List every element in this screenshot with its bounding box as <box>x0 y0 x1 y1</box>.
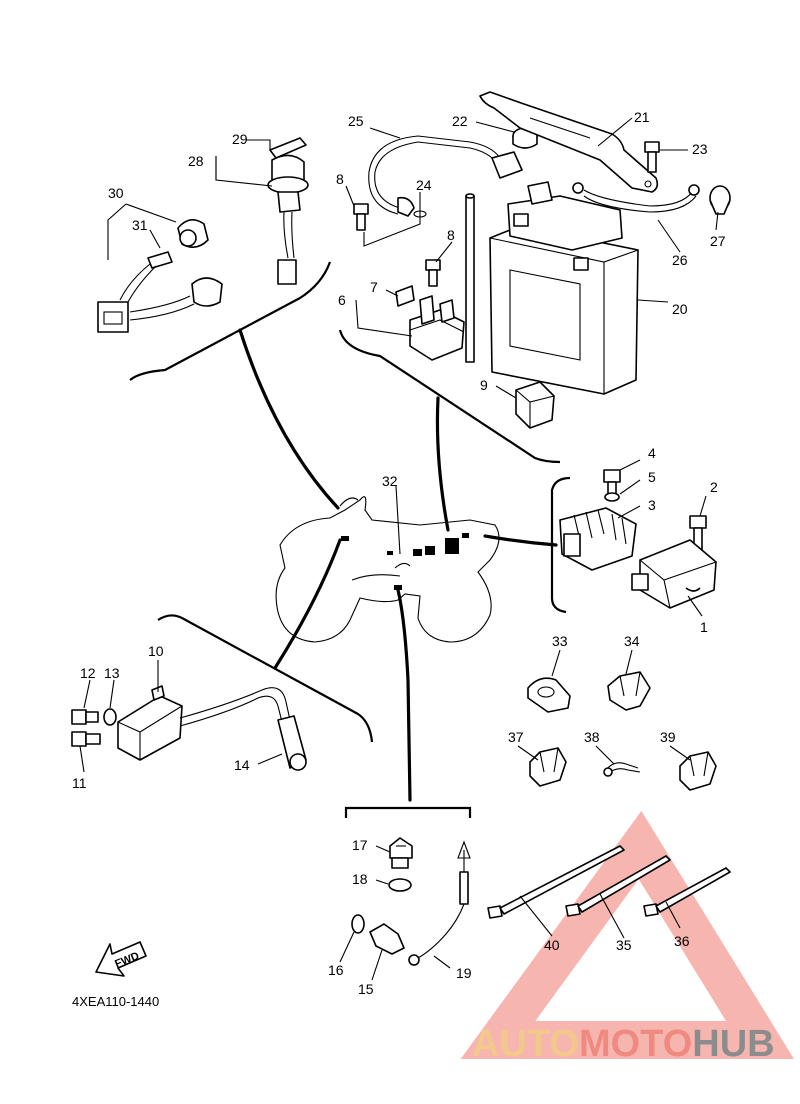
callout-numbers: 1 2 3 4 5 6 7 8 8 9 10 11 12 13 14 15 16… <box>72 109 726 997</box>
callout-29: 29 <box>232 131 248 147</box>
ignition-coil-10 <box>117 685 291 761</box>
group-bracket-center-top <box>338 329 561 464</box>
starter-relay-6 <box>409 295 465 361</box>
callout-3: 3 <box>648 497 656 513</box>
callout-14: 14 <box>234 757 250 773</box>
callout-28: 28 <box>188 153 204 169</box>
callout-5: 5 <box>648 469 656 485</box>
battery-band-21 <box>479 91 659 193</box>
clip-38 <box>603 762 641 777</box>
cdi-unit-1 <box>631 539 717 609</box>
callout-34: 34 <box>624 633 640 649</box>
callout-7: 7 <box>370 279 378 295</box>
callout-8-lower: 8 <box>447 227 455 243</box>
callout-9: 9 <box>480 377 488 393</box>
clamp-37 <box>529 747 567 787</box>
watermark-moto: MOTO <box>579 1023 692 1065</box>
callout-37: 37 <box>508 729 524 745</box>
watermark-auto: AUTO <box>472 1023 579 1065</box>
callout-33: 33 <box>552 633 568 649</box>
bolt-23 <box>644 141 660 173</box>
main-switch-assembly <box>267 137 309 285</box>
rectifier-regulator-3 <box>559 507 637 571</box>
callout-22: 22 <box>452 113 468 129</box>
callout-31: 31 <box>132 217 148 233</box>
connector-line-center <box>435 396 450 532</box>
figure-code: 4XEA110-1440 <box>72 994 159 1009</box>
fwd-arrow <box>95 941 147 977</box>
callout-35: 35 <box>616 937 632 953</box>
callout-8-upper: 8 <box>336 171 344 187</box>
watermark-triangle <box>460 810 795 1059</box>
plug-cap-14 <box>277 715 307 771</box>
callout-36: 36 <box>674 933 690 949</box>
cable-tie-35 <box>565 855 671 917</box>
connector-line-bottom <box>396 588 412 802</box>
callout-12: 12 <box>80 665 96 681</box>
minus-lead-26 <box>572 182 700 213</box>
callout-17: 17 <box>352 837 368 853</box>
callout-32: 32 <box>382 473 398 489</box>
callout-1: 1 <box>700 619 708 635</box>
atv-silhouette <box>275 496 500 643</box>
callout-39: 39 <box>660 729 676 745</box>
cable-tie-36 <box>643 867 731 917</box>
callout-4: 4 <box>648 445 656 461</box>
lead-19 <box>408 840 471 966</box>
group-bracket-bottom <box>344 806 472 818</box>
bolt-8-lower <box>425 259 441 287</box>
callout-38: 38 <box>584 729 600 745</box>
lead-wire-25 <box>368 135 523 217</box>
relay-9 <box>515 381 555 429</box>
cable-tie-40 <box>487 845 625 919</box>
clamp-34 <box>607 671 651 711</box>
callout-40: 40 <box>544 937 560 953</box>
indicator-socket-assembly <box>97 219 223 333</box>
cap-27 <box>709 185 731 215</box>
connector-line-left <box>238 328 340 510</box>
callout-13: 13 <box>104 665 120 681</box>
callout-18: 18 <box>352 871 368 887</box>
group-bracket-middle-left <box>157 614 374 743</box>
svg-text:AUTOMOTOHUB: AUTOMOTOHUB <box>472 1023 775 1065</box>
group-bracket-left-top <box>129 261 332 381</box>
callout-2: 2 <box>710 479 718 495</box>
leader-lines <box>79 117 719 981</box>
bolt-11 <box>71 731 101 747</box>
connector-line-right <box>483 534 558 547</box>
callout-11: 11 <box>72 775 87 791</box>
watermark-hub: HUB <box>692 1023 774 1065</box>
callout-30: 30 <box>108 185 124 201</box>
clamp-39 <box>679 751 717 791</box>
gasket-16 <box>351 914 365 934</box>
callout-25: 25 <box>348 113 364 129</box>
breather-pipe-24 <box>465 193 475 363</box>
neutral-switch-17 <box>389 837 413 869</box>
callout-10: 10 <box>148 643 164 659</box>
callout-23: 23 <box>692 141 708 157</box>
fuse-7 <box>395 285 415 307</box>
callout-15: 15 <box>358 981 374 997</box>
o-ring-18 <box>388 878 412 892</box>
callout-19: 19 <box>456 965 472 981</box>
thermo-switch-15 <box>369 923 405 955</box>
callout-27: 27 <box>710 233 726 249</box>
callout-20: 20 <box>672 301 688 317</box>
callout-24: 24 <box>416 177 432 193</box>
bolt-8-upper <box>353 203 369 231</box>
callout-16: 16 <box>328 962 344 978</box>
clamp-33 <box>527 677 571 713</box>
connector-line-coil <box>273 538 342 670</box>
battery-20 <box>489 181 639 395</box>
callout-6: 6 <box>338 292 346 308</box>
callout-21: 21 <box>634 109 650 125</box>
callout-26: 26 <box>672 252 688 268</box>
bolt-12 <box>71 709 99 725</box>
watermark-logo: AUTOMOTOHUB <box>472 1023 775 1065</box>
washer-5 <box>604 492 620 502</box>
washer-13 <box>103 708 117 726</box>
